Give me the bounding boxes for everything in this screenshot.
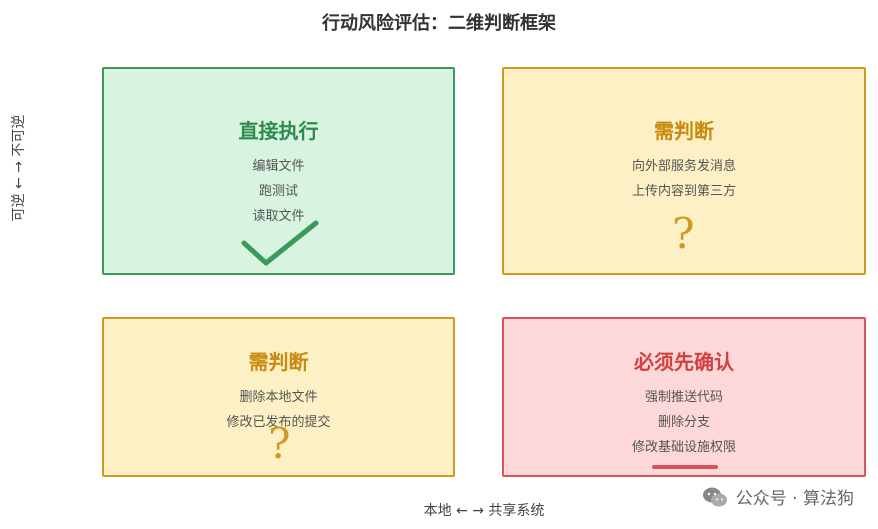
quadrant-item: 删除本地文件: [239, 390, 318, 405]
quadrant-needs-judgment-bottom: 需判断 删除本地文件 修改已发布的提交 ?: [102, 317, 455, 477]
checkmark-icon: [241, 220, 319, 266]
watermark-text: 公众号 · 算法狗: [735, 489, 854, 509]
quadrant-must-confirm: 必须先确认 强制推送代码 删除分支 修改基础设施权限: [502, 317, 866, 477]
quadrant-title: 需判断: [248, 350, 309, 374]
quadrant-item: 向外部服务发消息: [631, 159, 736, 174]
quadrant-item: 修改基础设施权限: [631, 440, 736, 455]
question-mark-icon: ?: [268, 419, 291, 468]
wechat-icon: [702, 487, 727, 506]
quadrant-item: 修改已发布的提交: [226, 415, 331, 430]
quadrant-item: 上传内容到第三方: [631, 184, 736, 199]
watermark: 公众号 · 算法狗: [702, 484, 854, 509]
y-axis-label: 可逆 ← → 不可逆: [11, 114, 27, 222]
quadrant-title: 需判断: [654, 119, 714, 143]
question-mark-icon: ?: [672, 209, 695, 258]
quadrant-title: 直接执行: [238, 119, 319, 143]
quadrant-item: 删除分支: [657, 415, 710, 430]
quadrant-item: 强制推送代码: [644, 390, 723, 405]
quadrant-item: 跑测试: [258, 184, 298, 199]
quadrant-title: 必须先确认: [634, 350, 734, 374]
diagram-title: 行动风险评估：二维判断框架: [322, 13, 556, 34]
x-axis-label: 本地 ← → 共享系统: [423, 503, 545, 519]
quadrant-item: 读取文件: [252, 209, 305, 224]
underline-mark-icon: [652, 465, 718, 469]
quadrant-direct-execute: 直接执行 编辑文件 跑测试 读取文件: [102, 67, 455, 275]
quadrant-needs-judgment-top: 需判断 向外部服务发消息 上传内容到第三方 ?: [502, 67, 866, 275]
quadrant-item: 编辑文件: [252, 159, 305, 174]
